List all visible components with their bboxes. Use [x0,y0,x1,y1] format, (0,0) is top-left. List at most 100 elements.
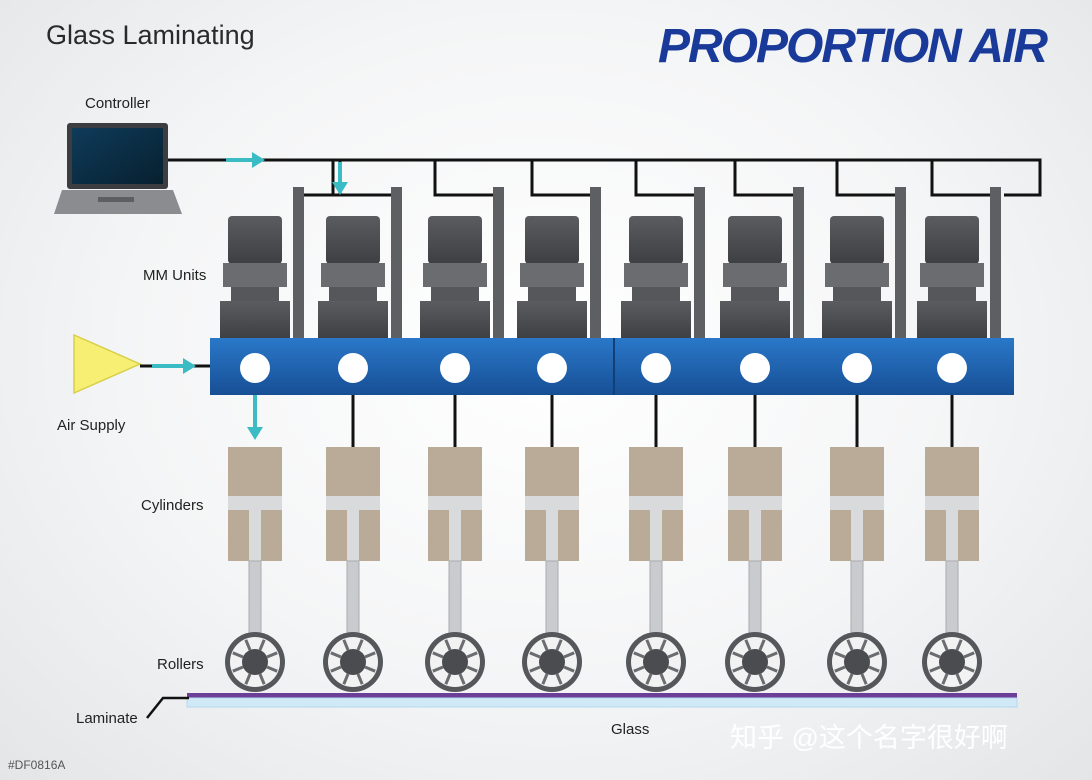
laminate-label: Laminate [76,710,138,727]
mm-unit-5 [621,187,705,339]
mm-unit-base [917,301,987,339]
mm-unit-top [326,216,380,264]
roller-spoke [529,651,541,659]
roller-spoke [929,665,941,673]
cylinder-7 [830,395,884,635]
roller-spoke [963,665,975,673]
mm-unit-collar [423,263,487,287]
roller-spoke [758,673,766,685]
roller-spoke [868,651,880,659]
roller-6 [725,632,785,692]
cylinder-rod [545,560,559,635]
mm-unit-collar [520,263,584,287]
manifold-port-5 [641,353,671,383]
mm-unit-neck [431,287,479,301]
cylinder-rod-inner [546,510,558,561]
roller-spoke [868,665,880,673]
air-supply-arrow [152,358,196,374]
roller-spoke [458,673,466,685]
roller-hub [939,649,965,675]
mm-unit-base [822,301,892,339]
mm-unit-neck [528,287,576,301]
roller-spoke [955,639,963,651]
mm-unit-top [428,216,482,264]
roller-2 [323,632,383,692]
roller-spoke [744,673,752,685]
roller-spoke [266,665,278,673]
roller-hub [242,649,268,675]
rollers-label: Rollers [157,656,204,673]
roller-spoke [432,651,444,659]
diagram-title: Glass Laminating [46,20,255,50]
signal-arrow-right [226,152,265,168]
manifold-port-3 [440,353,470,383]
cylinders-label: Cylinders [141,497,204,514]
roller-hub [442,649,468,675]
roller-hub [742,649,768,675]
mm-unit-collar [825,263,889,287]
roller-spoke [963,651,975,659]
roller-1 [225,632,285,692]
roller-spoke [659,673,667,685]
mm-unit-top [525,216,579,264]
cylinder-6 [728,395,782,635]
cylinder-piston [629,496,683,510]
mm-unit-1 [220,187,304,339]
cylinder-rod [448,560,462,635]
unit-wire-6 [733,160,798,197]
roller-spoke [846,639,854,651]
roller-spoke [342,673,350,685]
mm-unit-top [629,216,683,264]
unit-wire-8 [930,160,995,197]
manifold-port-7 [842,353,872,383]
roller-spoke [732,651,744,659]
mm-unit-6 [720,187,804,339]
mm-unit-neck [329,287,377,301]
roller-spoke [458,639,466,651]
cylinder-rod-inner [946,510,958,561]
roller-spoke [645,639,653,651]
watermark: 知乎 @这个名字很好啊 [730,723,1008,753]
roller-spoke [466,665,478,673]
control-wiring [168,158,1042,197]
unit-wire-4 [530,160,595,197]
roller-spoke [364,665,376,673]
unit-wire-5 [634,160,699,197]
mm-unit-collar [321,263,385,287]
roller-spoke [432,665,444,673]
mm-unit-2 [318,187,402,339]
controller-label: Controller [85,95,151,112]
roller-spoke [744,639,752,651]
cylinder-3 [428,395,482,635]
roller-spoke [541,673,549,685]
roller-spoke [667,665,679,673]
mm-unit-7 [822,187,906,339]
mm-unit-collar [723,263,787,287]
mm-unit-4 [517,187,601,339]
roller-spoke [364,651,376,659]
mm-unit-top [830,216,884,264]
roller-hub [643,649,669,675]
roller-hub [539,649,565,675]
manifold-port-6 [740,353,770,383]
cylinder-rod [346,560,360,635]
roller-spoke [555,673,563,685]
mm-unit-top [925,216,979,264]
mm-unit-top [728,216,782,264]
roller-spoke [766,651,778,659]
cylinder-rod [945,560,959,635]
roller-spoke [244,673,252,685]
air-supply-label: Air Supply [57,417,126,434]
cylinder-rod-inner [851,510,863,561]
flow-arrows [152,152,348,440]
arrow-head [332,182,348,195]
cylinder-rod-inner [650,510,662,561]
cylinder-rod-inner [449,510,461,561]
roller-spoke [444,673,452,685]
laminate-layer [187,693,1017,698]
cylinder-rod [248,560,262,635]
mm-unit-base [621,301,691,339]
mm-unit-base [220,301,290,339]
mm-unit-signal-post [590,187,601,339]
cylinder-piston [228,496,282,510]
